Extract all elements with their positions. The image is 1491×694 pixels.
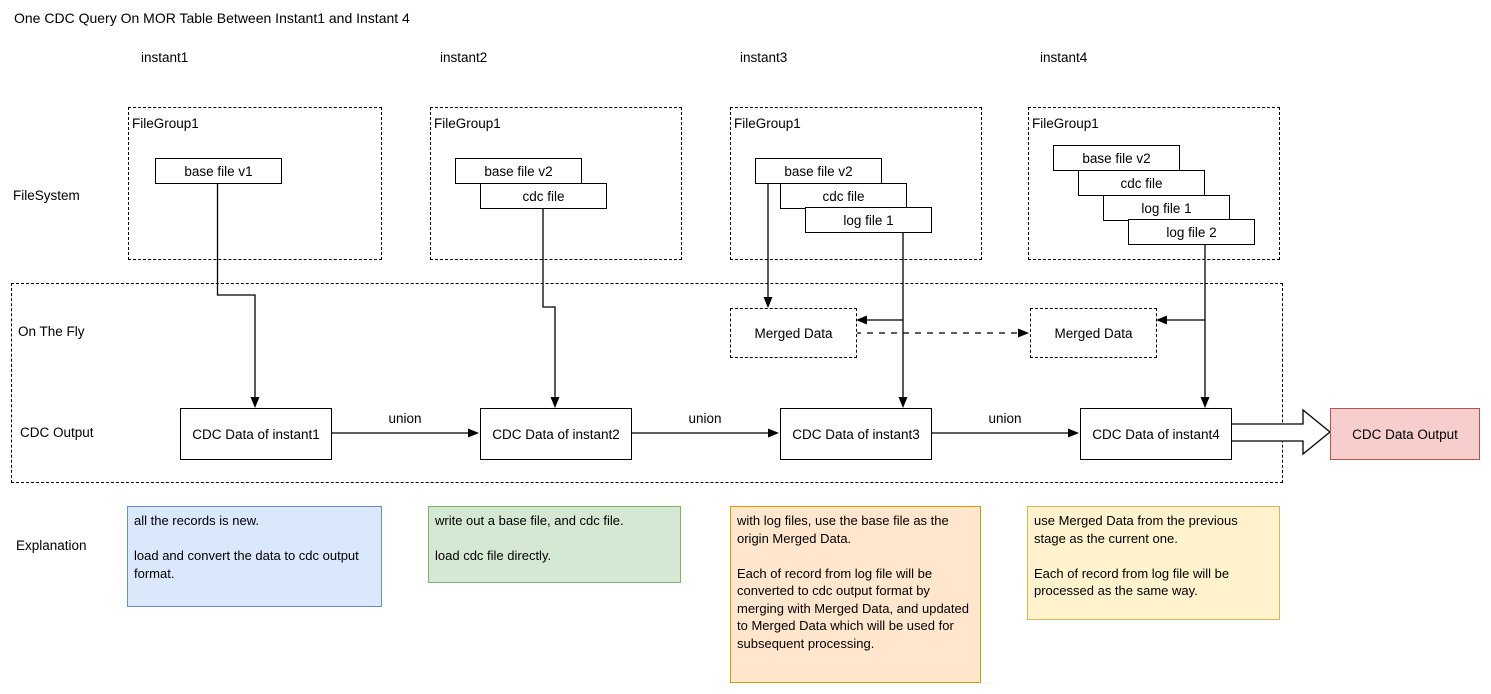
arrowhead-right-cdc2 bbox=[468, 428, 479, 438]
column-header-instant2: instant2 bbox=[440, 50, 488, 65]
arrowhead-down-merged3 bbox=[763, 297, 773, 308]
column-header-instant4: instant4 bbox=[1040, 50, 1088, 65]
file-box-log-file-2: log file 2 bbox=[1128, 219, 1255, 245]
union-label-3: union bbox=[988, 411, 1022, 426]
file-box-log-file-1: log file 1 bbox=[805, 207, 932, 233]
filegroup-instant1: FileGroup1 bbox=[128, 107, 382, 260]
cdc-data-output-box: CDC Data Output bbox=[1330, 408, 1480, 460]
cdc-data-box-instant3: CDC Data of instant3 bbox=[780, 408, 932, 460]
union-label-1: union bbox=[388, 411, 422, 426]
file-box-log-file-1: log file 1 bbox=[1103, 195, 1230, 221]
connector-basev1-to-cdc1 bbox=[216, 183, 256, 398]
file-box-base-v2: base file v2 bbox=[1053, 145, 1180, 171]
cdc-data-box-instant1: CDC Data of instant1 bbox=[180, 408, 332, 460]
column-header-instant3: instant3 bbox=[740, 50, 788, 65]
filegroup-label: FileGroup1 bbox=[734, 116, 801, 131]
merged-data-box-instant4: Merged Data bbox=[1030, 308, 1157, 358]
filegroup-instant4: FileGroup1 bbox=[1028, 107, 1280, 260]
cdc-data-box-instant2: CDC Data of instant2 bbox=[480, 408, 632, 460]
arrowhead-left-merged4 bbox=[1156, 315, 1167, 325]
row-label-filesystem: FileSystem bbox=[13, 188, 80, 203]
row-label-on-the-fly: On The Fly bbox=[18, 324, 85, 339]
filegroup-instant2: FileGroup1 bbox=[430, 107, 682, 260]
row-label-explanation: Explanation bbox=[16, 538, 87, 553]
arrowhead-down-cdc4 bbox=[1200, 397, 1210, 408]
filegroup-label: FileGroup1 bbox=[1032, 116, 1099, 131]
processing-region bbox=[11, 283, 1283, 483]
file-box-base-v2: base file v2 bbox=[455, 158, 582, 184]
diagram-title: One CDC Query On MOR Table Between Insta… bbox=[14, 10, 410, 26]
explanation-box-instant1: all the records is new. load and convert… bbox=[127, 506, 382, 607]
filegroup-instant3: FileGroup1 bbox=[730, 107, 982, 260]
filegroup-label: FileGroup1 bbox=[132, 116, 199, 131]
arrowhead-left-merged3 bbox=[856, 315, 867, 325]
explanation-box-instant2: write out a base file, and cdc file. loa… bbox=[428, 506, 681, 583]
cdc-data-box-instant4: CDC Data of instant4 bbox=[1080, 408, 1232, 460]
arrowhead-right-cdc3 bbox=[768, 428, 779, 438]
arrowhead-right-merged4 bbox=[1018, 328, 1029, 338]
file-box-cdc-file: cdc file bbox=[480, 183, 607, 209]
arrowhead-right-cdc4 bbox=[1068, 428, 1079, 438]
explanation-box-instant3: with log files, use the base file as the… bbox=[730, 506, 981, 683]
file-box-base-v2: base file v2 bbox=[755, 158, 882, 184]
file-box-base-v1: base file v1 bbox=[155, 158, 282, 184]
filegroup-label: FileGroup1 bbox=[434, 116, 501, 131]
block-arrow-to-output bbox=[1231, 408, 1332, 456]
arrowhead-down-cdc3 bbox=[898, 397, 908, 408]
arrowhead-down-cdc1 bbox=[250, 397, 260, 408]
column-header-instant1: instant1 bbox=[141, 50, 189, 65]
explanation-box-instant4: use Merged Data from the previous stage … bbox=[1027, 506, 1280, 620]
union-label-2: union bbox=[688, 411, 722, 426]
file-box-cdc-file: cdc file bbox=[780, 183, 907, 209]
row-label-cdc-output: CDC Output bbox=[20, 425, 94, 440]
connector-cdcfile-to-cdc2 bbox=[542, 207, 556, 398]
merged-data-box-instant3: Merged Data bbox=[730, 308, 857, 358]
arrowhead-down-cdc2 bbox=[550, 397, 560, 408]
file-box-cdc-file: cdc file bbox=[1078, 170, 1205, 196]
